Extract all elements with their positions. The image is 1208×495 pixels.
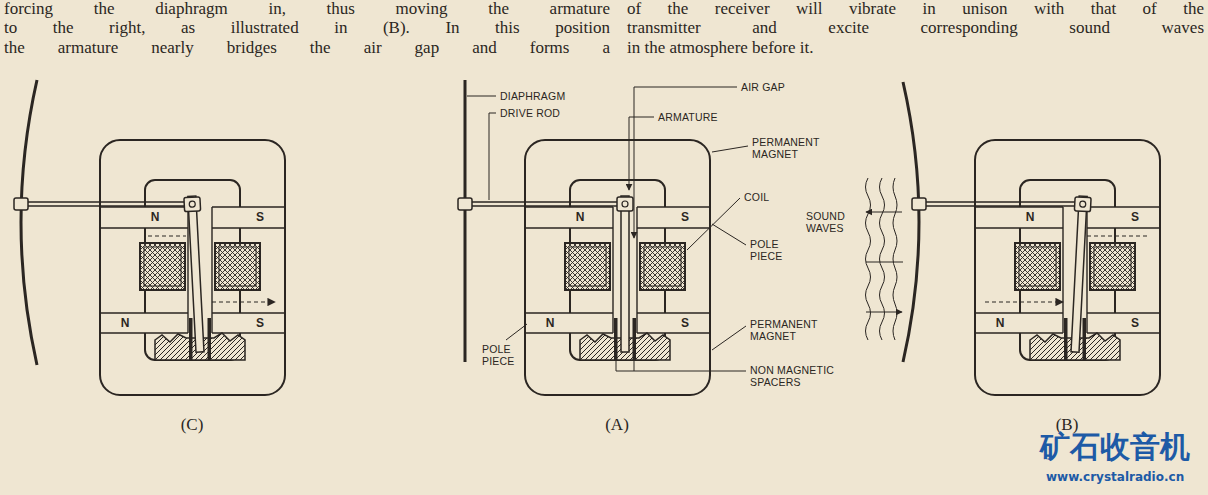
- pole-letter: S: [681, 210, 689, 224]
- diaphragm: [464, 80, 467, 362]
- armature: [617, 196, 633, 352]
- diaphragm: [903, 82, 919, 362]
- rod-bolt: [912, 198, 926, 210]
- pole-letter: N: [151, 210, 160, 224]
- part-label: DRIVE ROD: [500, 107, 560, 119]
- flux-arrow: [985, 236, 1150, 302]
- body-text: of the receiver will vibrate in unison w…: [627, 0, 1204, 19]
- pole-letter: S: [1131, 316, 1139, 330]
- pole-letter: S: [1131, 210, 1139, 224]
- pole-letter: S: [256, 316, 264, 330]
- figure-caption: (C): [181, 415, 204, 435]
- part-label: POLE PIECE: [482, 343, 527, 367]
- part-label: DIAPHRAGM: [500, 90, 565, 102]
- flux-arrow: [148, 236, 275, 302]
- pole-letter: N: [576, 210, 585, 224]
- drive-rod: [465, 202, 617, 206]
- watermark: www.crystalradio.cn: [1046, 470, 1184, 484]
- part-label: PERMANENT MAGNET: [750, 318, 822, 342]
- part-label: SOUND WAVES: [806, 210, 858, 234]
- pole-letter: S: [681, 316, 689, 330]
- armature: [1067, 196, 1091, 353]
- body-text: in the atmosphere before it.: [627, 38, 813, 58]
- part-label: POLE PIECE: [750, 238, 795, 262]
- diaphragm: [21, 80, 37, 365]
- magnet-frame: [525, 140, 710, 395]
- part-label: NON MAGNETIC SPACERS: [750, 364, 842, 388]
- watermark: 矿石收音机: [1040, 430, 1190, 464]
- pole-letter: N: [546, 316, 555, 330]
- wave-arrow: [866, 212, 903, 312]
- pole-letter: N: [1026, 210, 1035, 224]
- part-label: AIR GAP: [741, 81, 785, 93]
- part-label: ARMATURE: [658, 111, 718, 123]
- pole-letter: N: [996, 316, 1005, 330]
- sound-waves: [866, 178, 898, 340]
- magnet-frame: [975, 140, 1160, 395]
- armature: [184, 196, 208, 353]
- rod-bolt: [458, 198, 472, 210]
- figure-caption: (A): [605, 415, 629, 435]
- rod-bolt: [14, 198, 28, 210]
- drive-rod: [21, 202, 184, 206]
- magnet-frame: [100, 140, 285, 395]
- leader-lines: [467, 87, 748, 371]
- body-text: transmitter and excite corresponding sou…: [627, 18, 1204, 38]
- drive-rod: [919, 202, 1075, 206]
- body-text: forcing the diaphragm in, thus moving th…: [4, 0, 610, 19]
- part-label: COIL: [744, 191, 769, 203]
- body-text: to the right, as illustrated in (B). In …: [4, 18, 610, 38]
- pole-letter: N: [121, 316, 130, 330]
- part-label: PERMANENT MAGNET: [752, 136, 824, 160]
- body-text: the armature nearly bridges the air gap …: [4, 38, 610, 58]
- pole-letter: S: [256, 210, 264, 224]
